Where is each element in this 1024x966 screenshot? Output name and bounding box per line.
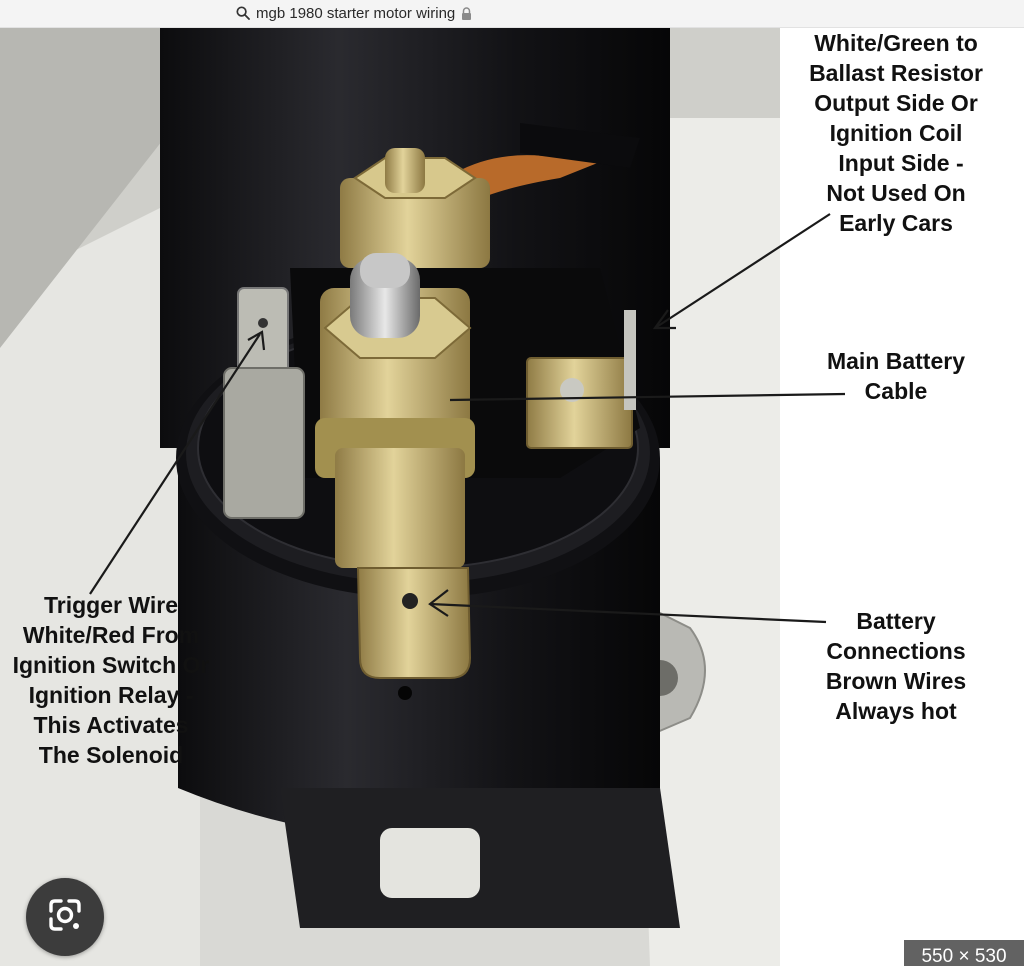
label-line: Connections [826, 638, 966, 664]
label-line: Input Side - [838, 150, 964, 176]
label-battery-connections: Battery Connections Brown Wires Always h… [800, 606, 992, 726]
label-trigger-wire: Trigger Wire White/Red From Ignition Swi… [0, 590, 222, 770]
label-line: Ballast Resistor [809, 60, 983, 86]
label-line: The Solenoid [38, 742, 184, 768]
photo-illustration [0, 28, 1024, 966]
search-query[interactable]: mgb 1980 starter motor wiring [256, 4, 456, 22]
lens-search-button[interactable] [26, 878, 104, 956]
label-line: This Activates [33, 712, 189, 738]
lock-icon [461, 6, 472, 20]
label-main-battery-cable: Main Battery Cable [800, 346, 992, 406]
starter-solenoid-photo: White/Green to Ballast Resistor Output S… [0, 28, 1024, 966]
label-line: Battery [856, 608, 936, 634]
label-line: Brown Wires [825, 668, 967, 694]
label-line: Ignition Switch Or [12, 652, 210, 678]
google-lens-icon [45, 895, 85, 940]
search-icon [236, 6, 250, 20]
label-line: White/Green to [814, 30, 978, 56]
label-line: Trigger Wire [44, 592, 178, 618]
label-line: Ignition Relay - [28, 682, 194, 708]
label-line: Ignition Coil [829, 120, 963, 146]
label-line: Not Used On [826, 180, 966, 206]
image-dimensions-badge: 550 × 530 [904, 940, 1024, 966]
address-row[interactable]: mgb 1980 starter motor wiring [236, 3, 472, 23]
label-line: Always hot [835, 698, 957, 724]
browser-address-bar[interactable]: mgb 1980 starter motor wiring [0, 0, 1024, 28]
label-line: Early Cars [839, 210, 953, 236]
label-ballast-resistor: White/Green to Ballast Resistor Output S… [778, 28, 1014, 238]
label-line: Output Side Or [814, 90, 978, 116]
label-line: Main Battery [826, 348, 966, 374]
image-dimensions-text: 550 × 530 [921, 946, 1007, 966]
label-line: Cable [864, 378, 928, 404]
label-line: White/Red From [22, 622, 200, 648]
